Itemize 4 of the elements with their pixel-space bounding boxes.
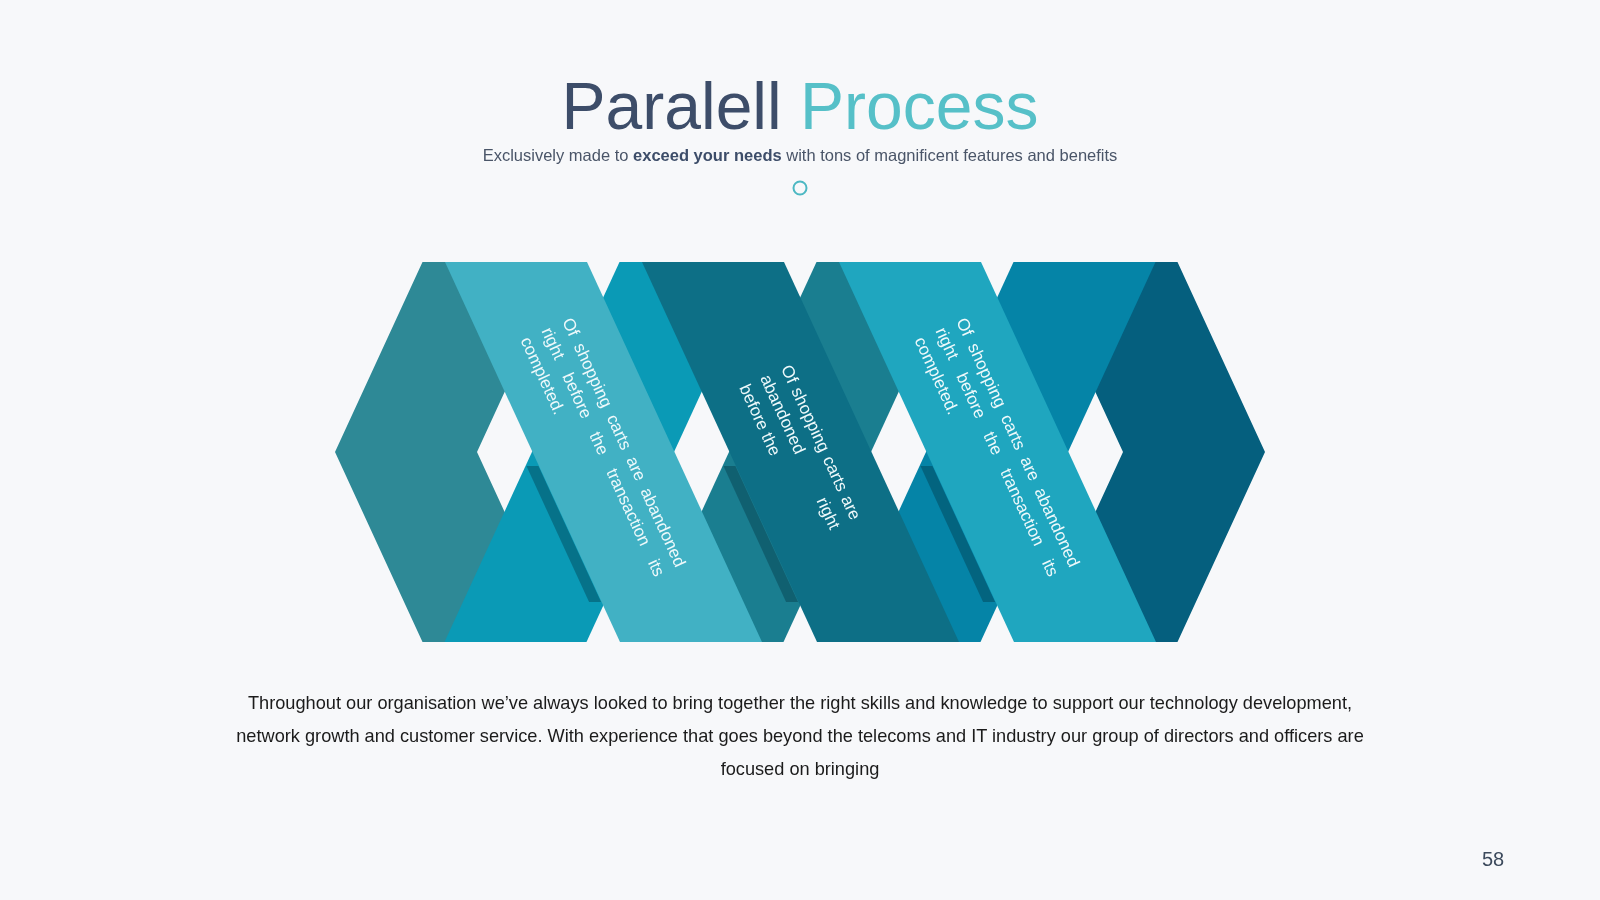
page-number: 58: [1482, 847, 1505, 872]
subtitle: Exclusively made to exceed your needs with tons of magnificent features and benefits: [482, 145, 1118, 166]
slide-title: Paralell Process: [561, 68, 1039, 145]
body-paragraph: Throughout our organisation we’ve always looked to bring together the right skills and knowledge to support our technology development, network growth and customer service. With experience that goes beyond the telecoms and IT industry our group of directors and officers are focused on bringing: [235, 692, 1365, 781]
